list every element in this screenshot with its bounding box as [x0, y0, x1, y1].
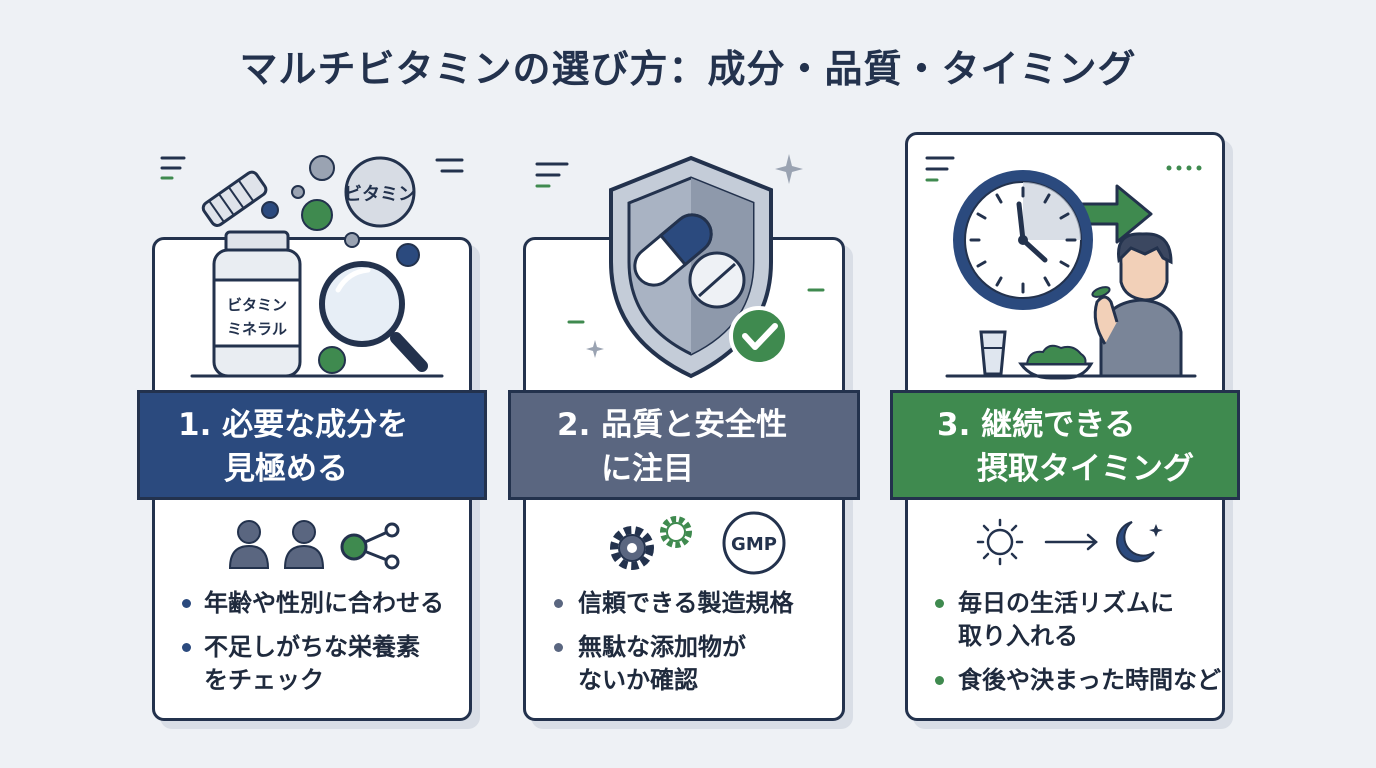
bullet-dot [935, 599, 944, 608]
bottle-label-line2: ミネラル [227, 320, 287, 338]
molecule-icon [340, 522, 400, 570]
card-2-small-icons: GMP [610, 511, 786, 575]
card-2-bullet-2-line1: 無駄な添加物が [578, 633, 746, 661]
bullet-dot [554, 643, 563, 652]
bottle-label-line1: ビタミン [227, 296, 287, 314]
check-icon [729, 306, 789, 366]
bullet-dot [554, 599, 563, 608]
bottle-cap-icon [201, 170, 268, 227]
card-3-bullet-2: 食後や決まった時間など [958, 666, 1222, 694]
gmp-badge-icon: GMP [722, 511, 786, 575]
card-2-banner: 2. 品質と安全性 に注目 [508, 390, 860, 500]
card-3-bullet-1-line2: 取り入れる [958, 622, 1078, 650]
clock-icon [953, 170, 1093, 310]
card-1-bullet-2-line2: をチェック [204, 666, 324, 694]
sun-icon [976, 518, 1024, 566]
card-1-banner-line1: 1. 必要な成分を [178, 407, 409, 443]
bullet-dot [182, 643, 191, 652]
tablet-icon [688, 251, 746, 309]
capsule-icon [633, 213, 713, 287]
vitamin-bubble-icon: ビタミン [344, 156, 416, 228]
sparkle-lines-icon [160, 156, 186, 170]
card-1-small-icons [228, 520, 400, 570]
card-3-bullet-1-line1: 毎日の生活リズムに [958, 589, 1174, 617]
card-3-banner-line2: 摂取タイミング [977, 451, 1194, 487]
card-2-bullet-1: 信頼できる製造規格 [578, 589, 794, 617]
people-icon [228, 520, 325, 569]
gmp-badge-label: GMP [731, 534, 777, 555]
card-3-illustration [925, 156, 1202, 380]
card-1-bullet-1: 年齢や性別に合わせる [204, 589, 444, 617]
card-2-bullet-2-line2: ないか確認 [578, 666, 698, 694]
card-1-banner-line2: 見極める [224, 451, 348, 487]
bowl-icon [1018, 344, 1094, 380]
card-2-banner-line2: に注目 [601, 451, 694, 487]
card-1-banner: 1. 必要な成分を 見極める [137, 390, 487, 500]
bullet-dot [935, 676, 944, 685]
bottle-icon: ビタミン ミネラル [212, 230, 302, 378]
page-title: マルチビタミンの選び方：成分・品質・タイミング [239, 47, 1137, 91]
card-1-illustration: ビタミン ビタミン ミネラル [160, 155, 464, 378]
card-3-banner-line1: 3. 継続できる [937, 407, 1136, 443]
magnifier-icon [319, 261, 428, 372]
moon-icon [1116, 521, 1163, 563]
card-2-illustration [535, 154, 825, 379]
card-3-banner: 3. 継続できる 摂取タイミング [890, 390, 1240, 500]
card-2-banner-line1: 2. 品質と安全性 [557, 407, 788, 443]
bubble-label: ビタミン [344, 184, 416, 205]
gears-icon [610, 516, 692, 570]
bullet-dot [182, 599, 191, 608]
person-taking-pill-icon [1091, 232, 1183, 378]
arrow-right-icon [1044, 533, 1098, 551]
glass-icon [979, 330, 1007, 376]
card-1-bullet-2-line1: 不足しがちな栄養素 [204, 633, 420, 661]
card-3-small-icons [976, 518, 1163, 566]
